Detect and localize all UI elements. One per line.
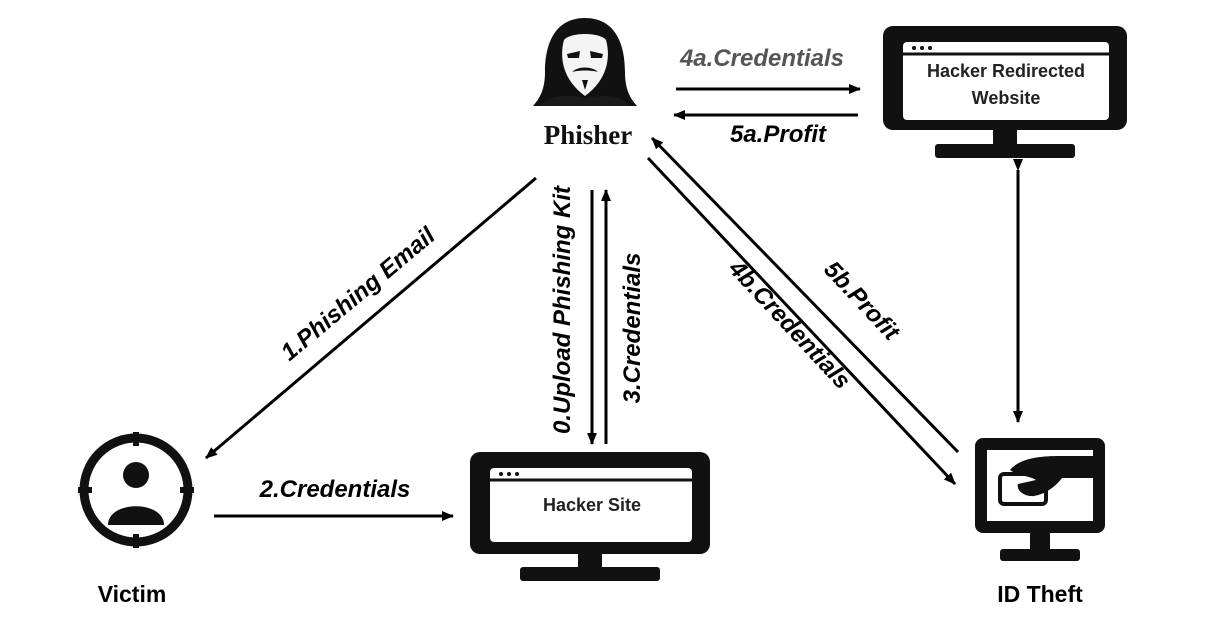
phisher-node: Phisher <box>533 18 637 150</box>
redirected-label-line2: Website <box>972 88 1041 108</box>
target-user-icon <box>78 432 194 548</box>
arrow-1-phishing-email <box>205 176 537 460</box>
arrow-4b-credentials <box>646 156 957 486</box>
label-2-credentials: 2.Credentials <box>259 476 411 503</box>
hooded-anonymous-mask-icon <box>533 18 637 106</box>
id-theft-label: ID Theft <box>997 581 1083 607</box>
arrow-5b-profit <box>650 136 960 454</box>
redirected-label-line1: Hacker Redirected <box>927 61 1085 81</box>
label-4a-credentials: 4a.Credentials <box>679 45 844 72</box>
hacker-site-node: Hacker Site <box>470 452 710 581</box>
label-5a-profit: 5a.Profit <box>730 121 827 148</box>
redirected-website-node: Hacker Redirected Website <box>883 26 1127 158</box>
label-3-credentials: 3.Credentials <box>619 253 646 404</box>
id-theft-node: ID Theft <box>975 438 1105 607</box>
victim-node: Victim <box>78 432 194 607</box>
label-0-upload-phishing-kit: 0.Upload Phishing Kit <box>549 185 576 434</box>
label-5b-profit: 5b.Profit <box>818 256 905 346</box>
label-1-phishing-email: 1.Phishing Email <box>276 221 441 366</box>
redirected-monitor-icon <box>883 26 1127 158</box>
victim-label: Victim <box>98 581 167 607</box>
hacker-site-label: Hacker Site <box>543 495 641 515</box>
monitor-hand-card-icon <box>975 438 1105 561</box>
hacker-site-monitor-icon <box>470 452 710 581</box>
phisher-label: Phisher <box>544 120 633 150</box>
